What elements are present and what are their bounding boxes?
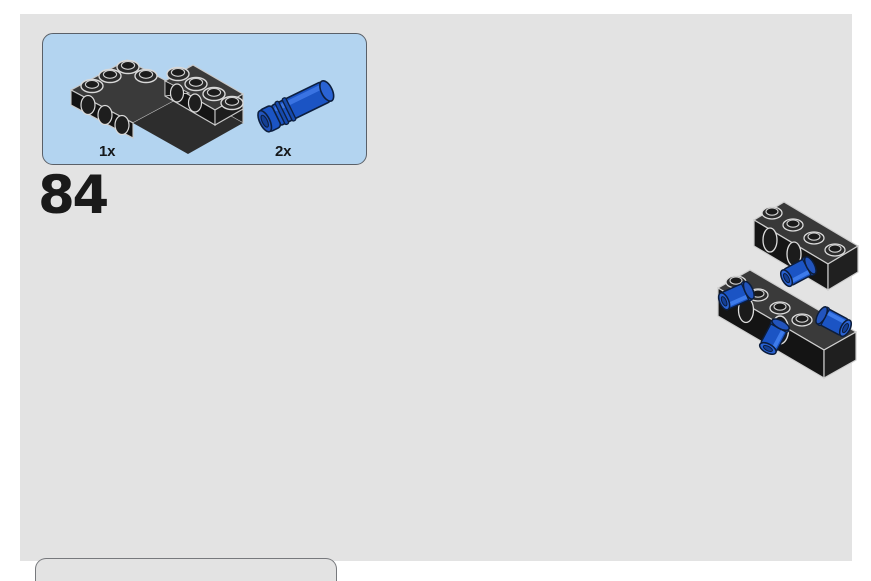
instruction-page-sheet: 1x	[20, 14, 860, 561]
part-item-angled-technic-beam	[65, 46, 245, 154]
assembly-model-illustration	[710, 172, 871, 380]
part-item-technic-pin	[248, 76, 348, 134]
part-quantity-angled-technic-beam: 1x	[99, 143, 116, 160]
assembly-render	[715, 201, 860, 380]
step-number: 84	[38, 165, 109, 226]
technic-pin-icon	[257, 79, 335, 133]
parts-callout-box: 1x	[42, 33, 367, 165]
angled-technic-beam-icon	[69, 59, 245, 154]
next-step-callout-peek	[35, 558, 337, 581]
part-quantity-technic-pin: 2x	[275, 143, 292, 160]
